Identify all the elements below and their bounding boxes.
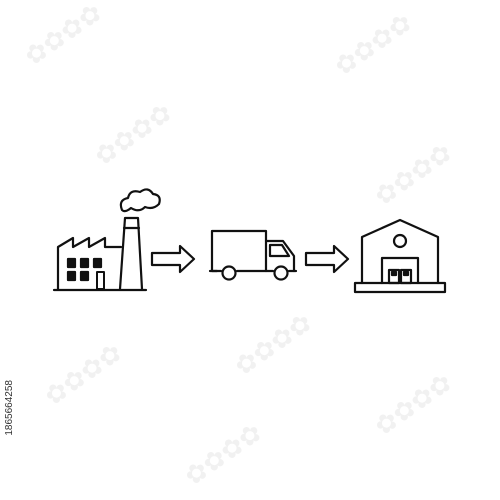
stock-id-label: 1865664258 (4, 380, 15, 436)
warehouse-crate-marks (390, 270, 410, 277)
factory-door (96, 271, 105, 290)
warehouse-icon (353, 218, 447, 294)
factory-windows (66, 257, 103, 282)
delivery-truck-icon (208, 229, 298, 281)
right-arrow-icon-2 (304, 244, 350, 274)
right-arrow-icon-1 (150, 244, 196, 274)
